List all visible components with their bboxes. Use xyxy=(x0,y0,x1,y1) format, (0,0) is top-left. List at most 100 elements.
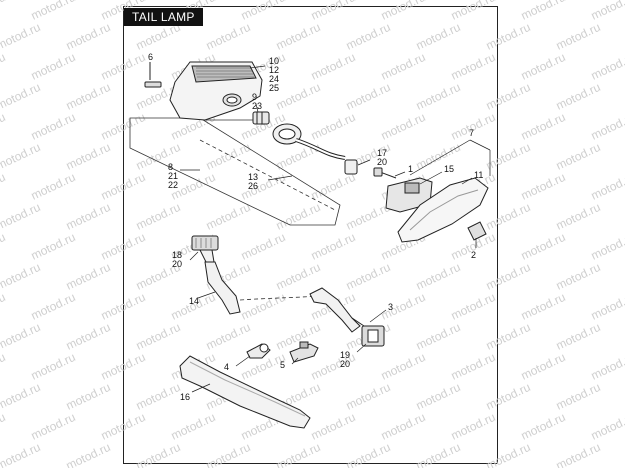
callout-label-20: 20 xyxy=(340,359,350,369)
watermark-text: motod.ru xyxy=(379,110,428,143)
callout-label-12: 12 xyxy=(269,65,279,75)
watermark-text: motod.ru xyxy=(204,320,253,353)
watermark-text: motod.ru xyxy=(0,380,43,413)
callout-label-11: 11 xyxy=(474,170,483,180)
callout-label-25: 25 xyxy=(269,83,279,93)
watermark-text: motod.ru xyxy=(99,350,148,383)
watermark-text: motod.ru xyxy=(0,50,8,83)
callout-label-6: 6 xyxy=(148,52,153,62)
watermark-text: motod.ru xyxy=(589,290,625,323)
callout-label-5: 5 xyxy=(280,360,285,370)
watermark-text: motod.ru xyxy=(589,350,625,383)
watermark-text: motod.ru xyxy=(0,260,43,293)
watermark-text: motod.ru xyxy=(0,20,43,53)
watermark-text: motod.ru xyxy=(0,350,8,383)
watermark-text: motod.ru xyxy=(589,0,625,23)
watermark-text: motod.ru xyxy=(134,320,183,353)
callout-label-13: 13 xyxy=(248,172,258,182)
watermark-text: motod.ru xyxy=(239,290,288,323)
watermark-text: motod.ru xyxy=(414,320,463,353)
screw-1 xyxy=(373,167,397,179)
callout-label-26: 26 xyxy=(248,181,258,191)
watermark-text: motod.ru xyxy=(0,410,8,443)
watermark-text: motod.ru xyxy=(99,50,148,83)
watermark-text: motod.ru xyxy=(64,200,113,233)
watermark-text: motod.ru xyxy=(29,290,78,323)
watermark-text: motod.ru xyxy=(554,380,603,413)
watermark-text: motod.ru xyxy=(449,50,498,83)
watermark-text: motod.ru xyxy=(379,50,428,83)
watermark-text: motod.ru xyxy=(239,170,288,203)
watermark-text: motod.ru xyxy=(274,440,323,468)
callout-label-22: 22 xyxy=(168,180,178,190)
watermark-text: motod.ru xyxy=(484,320,533,353)
watermark-text: motod.ru xyxy=(484,80,533,113)
watermark-text: motod.ru xyxy=(414,80,463,113)
watermark-text: motod.ru xyxy=(414,20,463,53)
watermark-text: motod.ru xyxy=(99,410,148,443)
watermark-text: motod.ru xyxy=(484,200,533,233)
watermark-text: motod.ru xyxy=(64,440,113,468)
watermark-text: motod.ru xyxy=(309,230,358,263)
watermark-text: motod.ru xyxy=(0,200,43,233)
watermark-text: motod.ru xyxy=(554,20,603,53)
watermark-text: motod.ru xyxy=(344,20,393,53)
callout-label-18: 18 xyxy=(172,250,182,260)
watermark-text: motod.ru xyxy=(204,440,253,468)
callout-label-7: 7 xyxy=(469,128,474,138)
watermark-text: motod.ru xyxy=(379,290,428,323)
watermark-text: motod.ru xyxy=(379,350,428,383)
watermark-text: motod.ru xyxy=(134,380,183,413)
watermark-text: motod.ru xyxy=(274,260,323,293)
watermark-text: motod.ru xyxy=(64,380,113,413)
watermark-text: motod.ru xyxy=(204,20,253,53)
watermark-text: motod.ru xyxy=(554,140,603,173)
watermark-text: motod.ru xyxy=(554,80,603,113)
watermark-text: motod.ru xyxy=(344,380,393,413)
watermark-text: motod.ru xyxy=(484,260,533,293)
clip-5 xyxy=(289,341,319,363)
watermark-text: motod.ru xyxy=(484,140,533,173)
callout-label-24: 24 xyxy=(269,74,279,84)
watermark-text: motod.ru xyxy=(589,110,625,143)
watermark-text: motod.ru xyxy=(519,350,568,383)
watermark-text: motod.ru xyxy=(309,50,358,83)
watermark-text: motod.ru xyxy=(449,290,498,323)
watermark-text: motod.ru xyxy=(64,20,113,53)
watermark-text: motod.ru xyxy=(204,140,253,173)
watermark-text: motod.ru xyxy=(169,290,218,323)
watermark-text: motod.ru xyxy=(414,140,463,173)
callout-label-19: 19 xyxy=(340,350,350,360)
watermark-text: motod.ru xyxy=(29,110,78,143)
callout-label-20: 20 xyxy=(377,157,387,167)
watermark-text: motod.ru xyxy=(519,230,568,263)
watermark-text: motod.ru xyxy=(589,230,625,263)
lamp-connector xyxy=(252,111,270,125)
callout-label-17: 17 xyxy=(377,148,387,158)
watermark-text: motod.ru xyxy=(554,440,603,468)
watermark-text: motod.ru xyxy=(309,350,358,383)
watermark-text: motod.ru xyxy=(64,260,113,293)
watermark-text: motod.ru xyxy=(519,50,568,83)
callout-label-9: 9 xyxy=(252,92,257,102)
harness-14 xyxy=(191,235,241,315)
watermark-text: motod.ru xyxy=(204,200,253,233)
watermark-text: motod.ru xyxy=(309,410,358,443)
callout-label-2: 2 xyxy=(471,250,476,260)
screw-6 xyxy=(144,62,162,88)
watermark-text: motod.ru xyxy=(99,110,148,143)
watermark-text: motod.ru xyxy=(99,230,148,263)
watermark-text: motod.ru xyxy=(554,260,603,293)
leader-lines xyxy=(180,65,491,393)
callout-label-23: 23 xyxy=(252,101,262,111)
watermark-text: motod.ru xyxy=(274,140,323,173)
diagram-title: TAIL LAMP xyxy=(124,8,203,26)
trim-strip-16 xyxy=(179,355,311,429)
callout-label-3: 3 xyxy=(388,302,393,312)
watermark-text: motod.ru xyxy=(134,140,183,173)
watermark-text: motod.ru xyxy=(64,320,113,353)
watermark-text: motod.ru xyxy=(274,200,323,233)
watermark-text: motod.ru xyxy=(64,80,113,113)
watermark-text: motod.ru xyxy=(29,410,78,443)
